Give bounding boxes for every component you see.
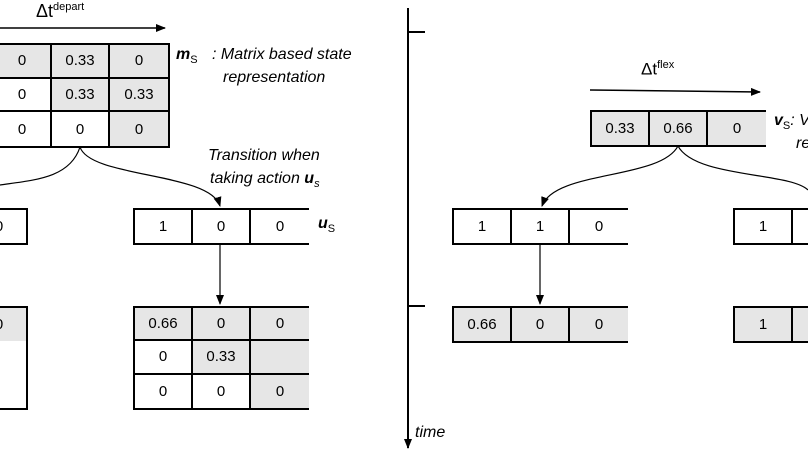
matrix-cell: 0 (251, 308, 309, 342)
matrix-cell: 1 (454, 210, 512, 243)
matrix-cell: 0 (0, 210, 26, 243)
matrix-cell: 0 (0, 78, 52, 113)
matrix-cell: 0 (570, 210, 628, 243)
action-vector-label: uS (318, 215, 336, 236)
matrix-cell: 0.66 (135, 308, 193, 342)
right-result-vector-partial: 1 (733, 306, 808, 343)
matrix-cell: 1 (735, 210, 793, 243)
matrix-cell: 0.33 (110, 78, 168, 113)
matrix-cell: 0 (0, 112, 52, 146)
matrix-cell: 0 (570, 308, 628, 341)
matrix-cell (251, 341, 309, 375)
matrix-cell: 0 (251, 374, 309, 408)
matrix-cell: 1 (135, 210, 193, 243)
state-matrix-label: mS (176, 46, 198, 67)
left-transition-curve-right (79, 146, 222, 207)
matrix-cell (793, 308, 808, 341)
flex-time-arrow (589, 87, 761, 96)
matrix-cell: 0.66 (650, 112, 708, 145)
matrix-cell: 0 (512, 308, 570, 341)
state-vector-caption-line2: re (796, 135, 808, 152)
matrix-cell: 0 (708, 112, 766, 145)
transition-caption-line1: Transition when (208, 147, 320, 164)
state-vector-label: vS: V (774, 112, 808, 133)
matrix-cell: 0 (251, 210, 309, 243)
matrix-cell: 0.33 (592, 112, 650, 145)
flex-time-label: Δtflex (641, 59, 675, 79)
matrix-cell: 0 (0, 45, 52, 79)
matrix-cell: 0.33 (193, 341, 251, 375)
transition-caption-line2: taking action us (210, 170, 320, 191)
matrix-cell: 0.33 (52, 78, 110, 113)
right-transition-curve-left (541, 145, 679, 207)
state-matrix-caption-line2: representation (223, 69, 326, 86)
action-vector-partial-left: 0 (0, 208, 28, 245)
result-matrix-partial-left: 0 (0, 306, 28, 410)
matrix-cell: 0 (52, 112, 110, 146)
matrix-cell: 0 (0, 308, 26, 342)
matrix-cell: 0 (110, 112, 168, 146)
matrix-cell: 0 (193, 308, 251, 342)
matrix-cell: 0 (193, 210, 251, 243)
right-transition-curve-right (677, 145, 808, 191)
right-action-vector-partial: 1 (733, 208, 808, 245)
matrix-cell (793, 210, 808, 243)
matrix-cell: 0.66 (454, 308, 512, 341)
state-matrix-caption-line1: : Matrix based state (212, 46, 352, 63)
matrix-cell: 0 (135, 341, 193, 375)
left-transition-curve-left (0, 146, 81, 186)
timeline-label: time (415, 424, 446, 441)
matrix-cell: 1 (735, 308, 793, 341)
matrix-cell: 0.33 (52, 45, 110, 79)
matrix-cell: 0 (135, 374, 193, 408)
matrix-cell: 1 (512, 210, 570, 243)
depart-time-label: Δtdepart (36, 1, 85, 21)
matrix-cell: 0 (193, 374, 251, 408)
matrix-cell: 0 (110, 45, 168, 79)
